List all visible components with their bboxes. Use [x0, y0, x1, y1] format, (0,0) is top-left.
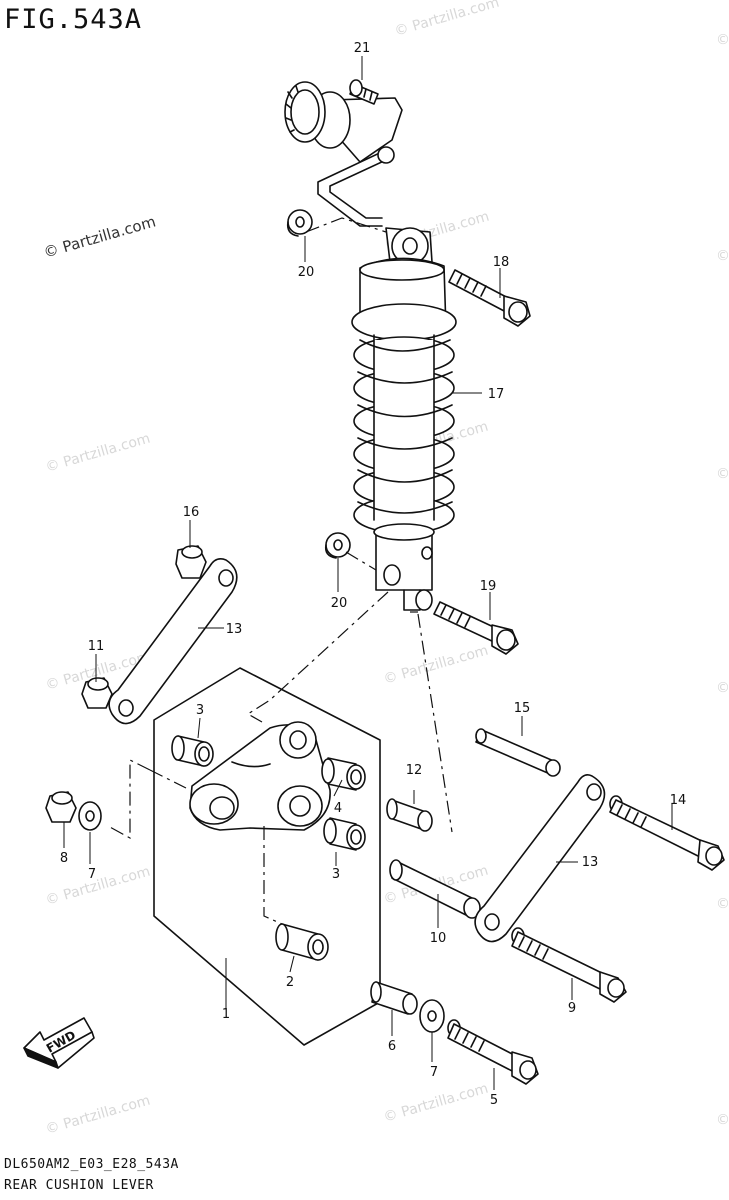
- part-10-collar: [389, 859, 481, 919]
- part-17-shock-absorber: [351, 227, 457, 611]
- watermark-edge: ©: [716, 32, 729, 48]
- part-3-bearing-upper: [171, 735, 214, 767]
- callout-13: 13: [226, 622, 243, 637]
- part-14-bolt: [609, 795, 725, 871]
- watermark-edge: ©: [716, 1112, 729, 1128]
- callout-21: 21: [354, 41, 371, 56]
- figure-title: FIG.543A: [4, 4, 143, 35]
- part-15-collar: [475, 728, 561, 777]
- callout-20: 20: [298, 265, 315, 280]
- part-4-bearing: [321, 757, 366, 791]
- part-19-bolt: [415, 589, 519, 655]
- callout-5: 5: [490, 1093, 498, 1108]
- part-16-nut: [175, 545, 207, 579]
- part-12-collar: [386, 798, 433, 832]
- watermark-edge: ©: [716, 248, 729, 264]
- callout-2: 2: [286, 975, 294, 990]
- watermark-edge: ©: [716, 466, 729, 482]
- callout-8: 8: [60, 851, 68, 866]
- part-5-bolt: [447, 1019, 539, 1085]
- part-8-nut: [45, 791, 77, 823]
- callout-13: 13: [582, 855, 599, 870]
- callout-4: 4: [334, 801, 342, 816]
- part-13-link-rod-right: [474, 774, 606, 943]
- part-20-washer-lower: [324, 532, 351, 559]
- fwd-arrow-icon: [23, 1017, 95, 1069]
- part-20-washer-upper: [286, 209, 313, 237]
- part-18-bolt: [448, 269, 531, 327]
- part-13-link-rod-left: [108, 558, 238, 725]
- figure-code: DL650AM2_E03_E28_543A: [4, 1157, 179, 1172]
- part-21-preload-adjuster: [284, 79, 403, 227]
- callout-12: 12: [406, 763, 423, 778]
- figure-name: REAR CUSHION LEVER: [4, 1178, 154, 1193]
- callout-7: 7: [430, 1065, 438, 1080]
- part-6-collar: [370, 981, 418, 1015]
- watermark-edge: ©: [716, 680, 729, 696]
- callout-labels: 21 20 18 17 16 19 20 13 11 3 15 12 4 14 …: [44, 41, 686, 1108]
- callout-7: 7: [88, 867, 96, 882]
- part-11-nut: [81, 677, 113, 709]
- callout-6: 6: [388, 1039, 396, 1054]
- part-7-washer-left: [78, 801, 102, 831]
- callout-11: 11: [88, 639, 105, 654]
- callout-14: 14: [670, 793, 687, 808]
- part-7-washer-right: [419, 999, 445, 1033]
- callout-19: 19: [480, 579, 497, 594]
- callout-15: 15: [514, 701, 531, 716]
- watermark-edge: ©: [716, 896, 729, 912]
- callout-10: 10: [430, 931, 447, 946]
- callout-20: 20: [331, 596, 348, 611]
- callout-3: 3: [196, 703, 204, 718]
- callout-17: 17: [488, 387, 505, 402]
- part-9-bolt: [511, 927, 627, 1003]
- callout-18: 18: [493, 255, 510, 270]
- callout-9: 9: [568, 1001, 576, 1016]
- callout-3: 3: [332, 867, 340, 882]
- callout-16: 16: [183, 505, 200, 520]
- part-1-lever-assembly-box: [153, 667, 381, 1046]
- part-1-cushion-lever: [189, 721, 331, 831]
- part-3-bearing-lower: [323, 817, 366, 851]
- callout-1: 1: [222, 1007, 230, 1022]
- part-2-bearing: [275, 923, 329, 961]
